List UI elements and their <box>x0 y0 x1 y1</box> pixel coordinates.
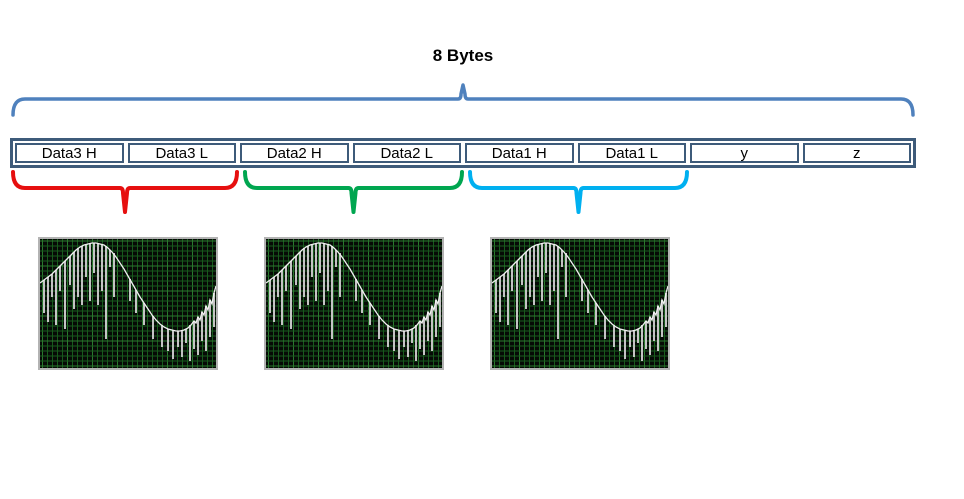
waveform-graphic <box>266 239 442 368</box>
oscilloscope-image-3 <box>490 237 670 370</box>
diagram-title: 8 Bytes <box>432 46 494 65</box>
cell-data1-h: Data1 H <box>465 143 574 163</box>
data2-group-under-brace <box>243 170 464 214</box>
byte-row: Data3 H Data3 L Data2 H Data2 L Data1 H … <box>10 138 916 168</box>
oscilloscope-image-1 <box>38 237 218 370</box>
cell-data2-l: Data2 L <box>352 143 461 163</box>
cell-data2-h: Data2 H <box>240 143 349 163</box>
waveform-graphic <box>492 239 668 368</box>
data1-group-under-brace <box>468 170 689 214</box>
cell-z: z <box>802 143 911 163</box>
data3-group-under-brace <box>11 170 239 214</box>
cell-data3-l: Data3 L <box>127 143 236 163</box>
eight-bytes-over-brace <box>11 83 915 117</box>
cell-data1-l: Data1 L <box>577 143 686 163</box>
cell-y: y <box>690 143 799 163</box>
waveform-graphic <box>40 239 216 368</box>
oscilloscope-image-2 <box>264 237 444 370</box>
cell-data3-h: Data3 H <box>15 143 124 163</box>
